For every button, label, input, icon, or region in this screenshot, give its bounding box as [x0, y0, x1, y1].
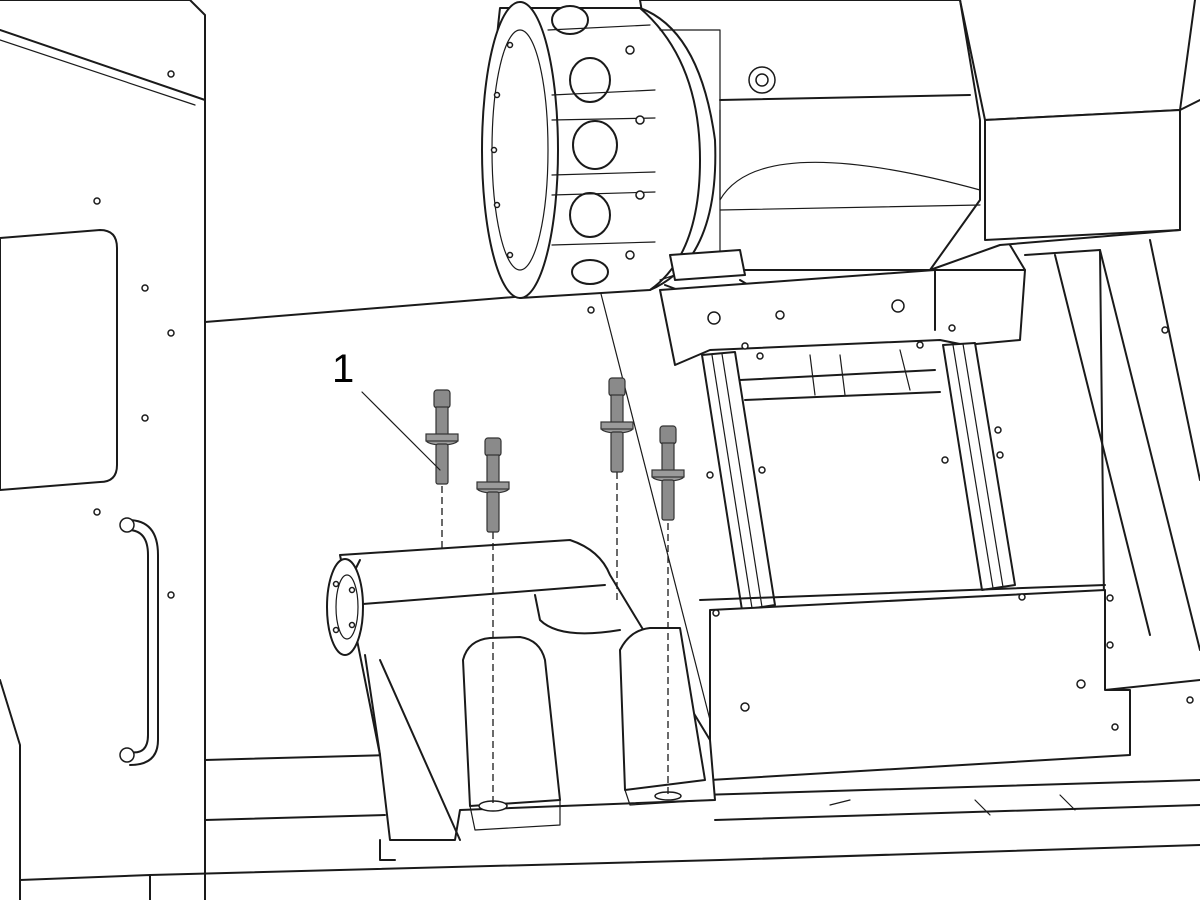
bolt: [651, 425, 685, 521]
linear-rail-right: [942, 342, 1016, 591]
callout-1: 1: [332, 347, 441, 471]
tool-turret: [481, 1, 766, 306]
turret-housing: [639, 0, 1200, 271]
tool-pocket: [569, 192, 611, 238]
tool-pocket: [569, 57, 611, 103]
tool-pocket: [572, 120, 618, 170]
enclosure-left-wall: [0, 0, 206, 900]
bracket-pocket-right: [619, 627, 706, 791]
bolt: [425, 389, 459, 485]
bolt: [600, 377, 634, 473]
turret-face: [481, 1, 559, 299]
linear-rails: [701, 342, 1016, 611]
bolt: [476, 437, 510, 533]
alignment-lines: [441, 472, 669, 806]
tool-pocket: [571, 259, 609, 285]
coolant-fitting: [669, 249, 746, 281]
mounting-bracket: [326, 539, 716, 841]
lower-panel: [709, 589, 1131, 781]
enclosure-window: [0, 229, 118, 491]
right-enclosure: [699, 239, 1200, 781]
door-handle: [127, 519, 159, 766]
bracket-pocket-left: [462, 636, 561, 807]
tool-pocket: [551, 5, 589, 35]
linear-rail-left: [701, 351, 776, 611]
machine-bed: [19, 779, 1200, 900]
callout-leader-line: [361, 391, 441, 471]
callout-label: 1: [332, 347, 354, 391]
